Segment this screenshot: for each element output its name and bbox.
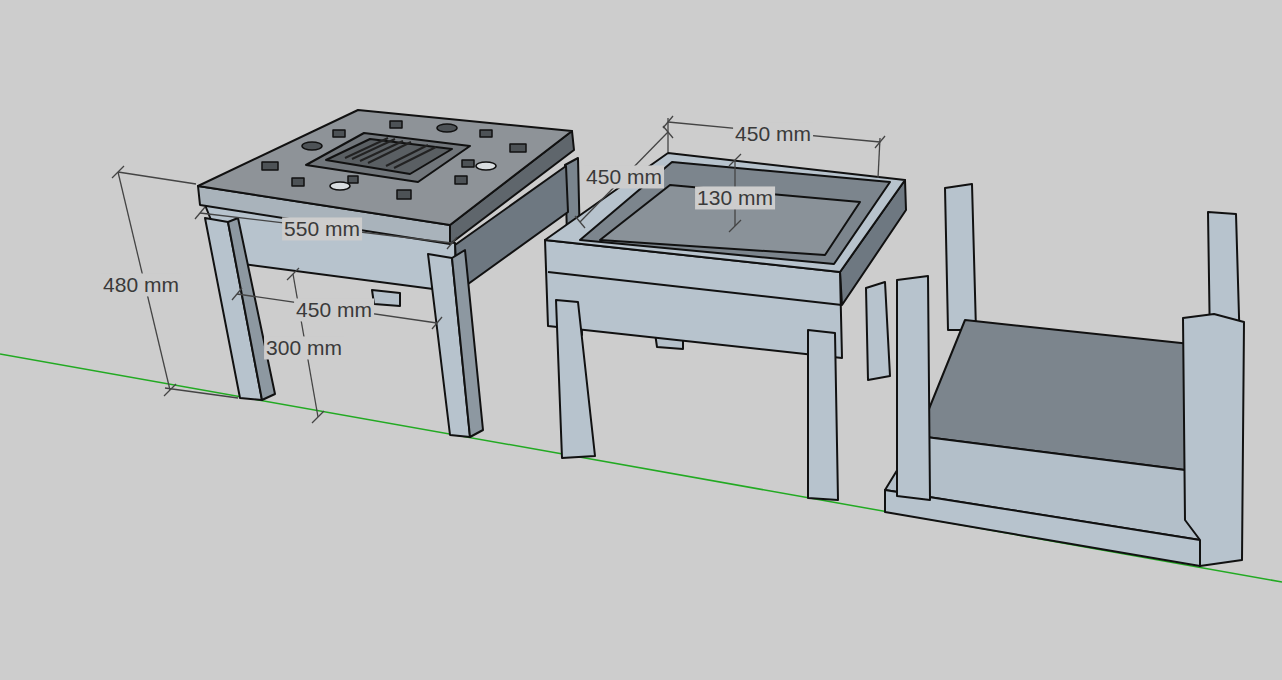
dimension-label: 480 mm (101, 273, 181, 296)
right-table (885, 184, 1244, 566)
left-table (198, 110, 582, 437)
dimension-lines (112, 116, 885, 423)
dimension-label: 130 mm (695, 186, 775, 209)
dimension-label: 550 mm (282, 217, 362, 240)
dimension-label: 450 mm (584, 165, 664, 188)
dimension-label: 300 mm (264, 336, 344, 359)
dimension-label: 450 mm (294, 298, 374, 321)
dimension-label: 450 mm (733, 122, 813, 145)
middle-table (545, 153, 906, 500)
